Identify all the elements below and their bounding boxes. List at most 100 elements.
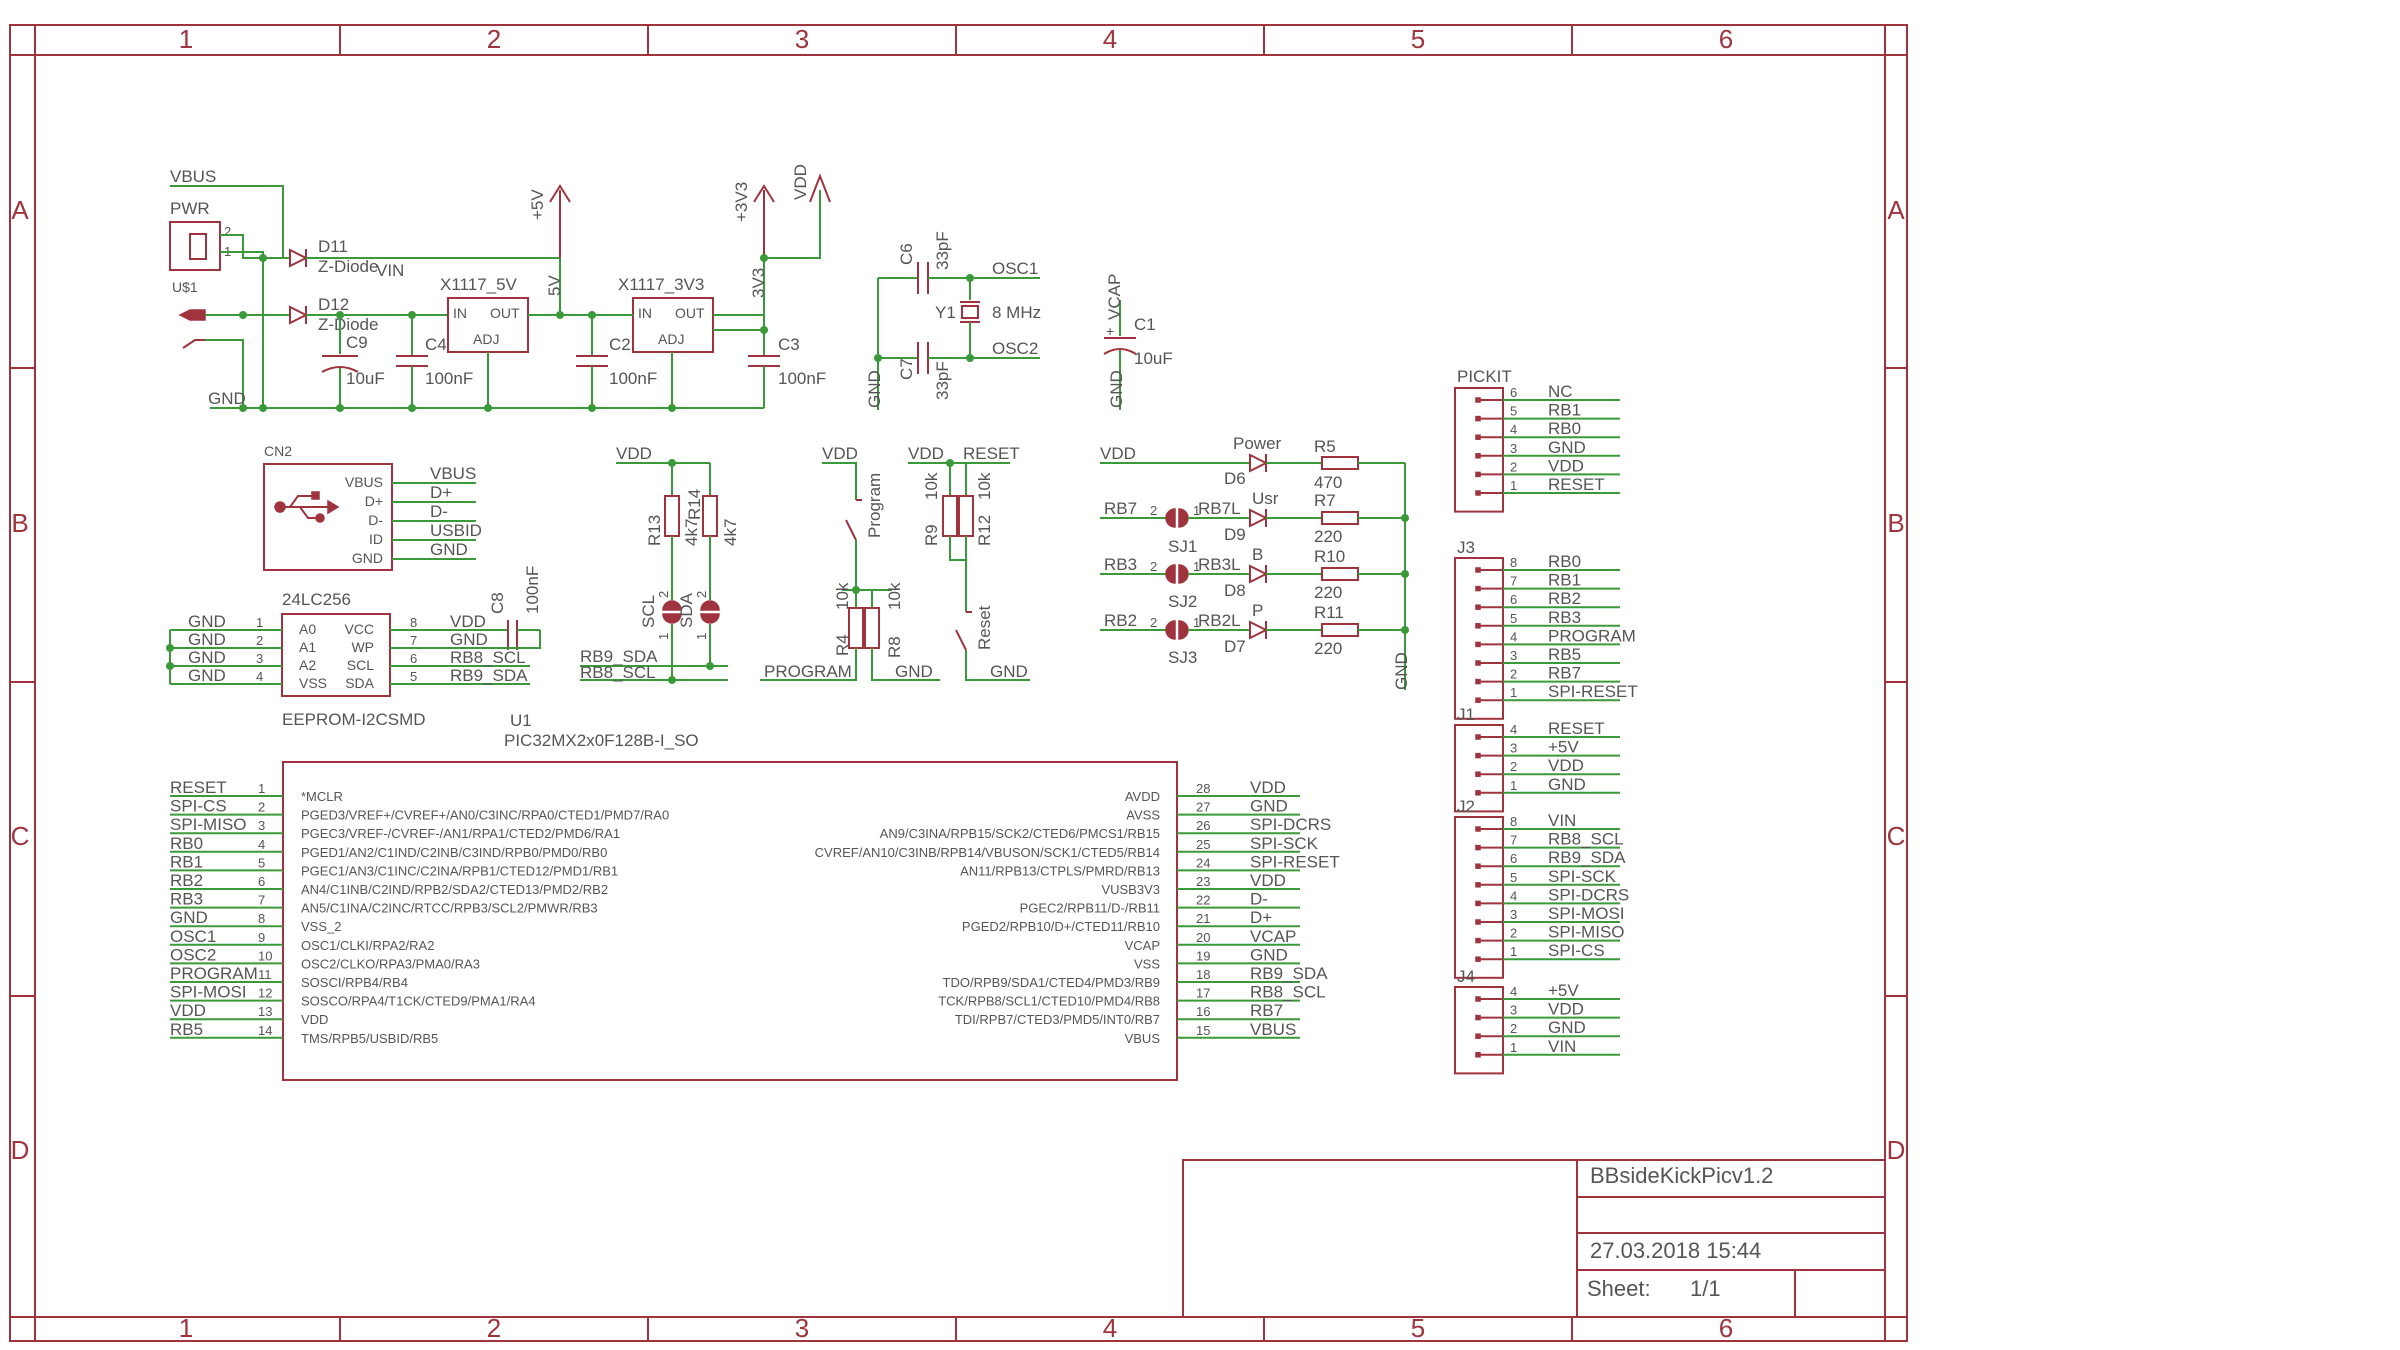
mcu-pin-name: *MCLR bbox=[301, 789, 343, 804]
pin-number: 7 bbox=[410, 633, 417, 648]
mcu-pin-name: AN4/C1INB/C2IND/RPB2/SDA2/CTED13/PMD2/RB… bbox=[301, 882, 608, 897]
header-pin-number: 6 bbox=[1510, 851, 1517, 866]
net-osc1: OSC1 bbox=[992, 259, 1038, 278]
pin-number: 6 bbox=[410, 651, 417, 666]
r14-ref: R14 bbox=[685, 489, 704, 520]
switch-icon bbox=[955, 629, 967, 651]
r4-value: 10k bbox=[833, 582, 852, 610]
resistor-value: 220 bbox=[1314, 639, 1342, 658]
reg33-name: X1117_3V3 bbox=[618, 275, 704, 294]
c1-value: 10uF bbox=[1134, 349, 1173, 368]
resistor-ref: R5 bbox=[1314, 437, 1336, 456]
col-label: 1 bbox=[179, 1313, 193, 1343]
mcu-left-net: GND bbox=[170, 908, 208, 927]
usb-connector: CN2 VBUS D+ D- ID GND VBUS D+ D- USBID G… bbox=[263, 443, 482, 571]
mcu-left-net: OSC1 bbox=[170, 927, 216, 946]
header-pin-number: 5 bbox=[1510, 870, 1517, 885]
header-net: RB7 bbox=[1548, 664, 1581, 683]
mcu-right-net: VBUS bbox=[1250, 1020, 1296, 1039]
mcu-pin-name: PGED2/RPB10/D+/CTED11/RB10 bbox=[962, 919, 1160, 934]
mcu-pin-number: 22 bbox=[1196, 893, 1210, 908]
c8-ref: C8 bbox=[488, 592, 507, 614]
frame-column-labels-bottom: 1 2 3 4 5 6 bbox=[179, 1313, 1733, 1343]
j2-header-name: J2 bbox=[1457, 797, 1475, 816]
j4-header-body bbox=[1454, 986, 1504, 1075]
led-indicators: VDD Power D6 R5 470 GND RB7 2 SJ1 1 RB7L… bbox=[1100, 434, 1411, 690]
col-label: 5 bbox=[1411, 1313, 1425, 1343]
c9-value: 10uF bbox=[346, 369, 385, 388]
r13-ref: R13 bbox=[645, 515, 664, 546]
frame-row-labels-left: A B C D bbox=[11, 195, 30, 1165]
r8-ref: R8 bbox=[885, 636, 904, 658]
r14-value: 4k7 bbox=[721, 519, 740, 546]
header-pin-number: 2 bbox=[1510, 926, 1517, 941]
mcu-pin-name: SOSCO/RPA4/T1CK/CTED9/PMA1/RA4 bbox=[301, 994, 536, 1009]
led-label: Usr bbox=[1252, 489, 1279, 508]
mcu-pin-number: 15 bbox=[1196, 1023, 1210, 1038]
net-label: RB2L bbox=[1198, 611, 1241, 630]
scl-label: SCL bbox=[639, 595, 658, 628]
mcu-left-net: RB1 bbox=[170, 852, 203, 871]
header-net: GND bbox=[1548, 438, 1586, 457]
mcu-left-net: PROGRAM bbox=[170, 964, 258, 983]
header-net: RB1 bbox=[1548, 571, 1581, 590]
resistor-ref: R7 bbox=[1314, 491, 1336, 510]
net-3v3: 3V3 bbox=[749, 268, 768, 298]
r8-value: 10k bbox=[885, 582, 904, 610]
mcu-right-net: GND bbox=[1250, 797, 1288, 816]
net-vin: VIN bbox=[376, 261, 404, 280]
eeprom-value: EEPROM-I2CSMD bbox=[282, 710, 426, 729]
mcu-left-net: RB2 bbox=[170, 871, 203, 890]
j3-header-name: J3 bbox=[1457, 538, 1475, 557]
resistor-icon bbox=[1321, 623, 1359, 637]
net-label: GND bbox=[188, 666, 226, 685]
cn2-ref: CN2 bbox=[264, 443, 292, 459]
mcu-pin-name: PGED3/VREF+/CVREF+/AN0/C3INC/RPA0/CTED1/… bbox=[301, 808, 669, 823]
reg33-in: IN bbox=[638, 305, 652, 321]
header-pin-number: 1 bbox=[1510, 778, 1517, 793]
mcu-right-net: RB8_SCL bbox=[1250, 983, 1326, 1002]
mcu-pin-number: 7 bbox=[258, 893, 265, 908]
header-net: SPI-SCK bbox=[1548, 867, 1617, 886]
resistor-r4 bbox=[864, 607, 880, 649]
sheet-label: Sheet: bbox=[1587, 1276, 1651, 1301]
header-net: RB5 bbox=[1548, 645, 1581, 664]
header-net: RB8_SCL bbox=[1548, 830, 1624, 849]
drawing-title: BBsideKickPicv1.2 bbox=[1590, 1163, 1773, 1188]
pickit-header-name: PICKIT bbox=[1457, 367, 1512, 386]
r9-ref: R9 bbox=[922, 524, 941, 546]
header-net: VDD bbox=[1548, 756, 1584, 775]
header-pin-number: 8 bbox=[1510, 814, 1517, 829]
header-net: VDD bbox=[1548, 456, 1584, 475]
mcu-right-net: RB9_SDA bbox=[1250, 964, 1328, 983]
reg33-adj: ADJ bbox=[658, 331, 684, 347]
net-label: RB7 bbox=[1104, 499, 1137, 518]
c8-value: 100nF bbox=[523, 566, 542, 614]
mcu-left-net: OSC2 bbox=[170, 945, 216, 964]
usb-icon bbox=[274, 491, 340, 523]
header-pin-number: 1 bbox=[1510, 685, 1517, 700]
pin-number: 1 bbox=[1193, 503, 1200, 518]
solder-jumper-icon bbox=[1165, 564, 1176, 584]
header-net: SPI-DCRS bbox=[1548, 885, 1629, 904]
pin-number: 1 bbox=[694, 633, 709, 640]
reg5-in: IN bbox=[453, 305, 467, 321]
header-pin-number: 6 bbox=[1510, 385, 1517, 400]
mcu-pin-name: CVREF/AN10/C3INB/RPB14/VBUSON/SCK1/CTED5… bbox=[815, 845, 1160, 860]
c7-value: 33pF bbox=[933, 361, 952, 400]
mcu-left-net: SPI-CS bbox=[170, 797, 227, 816]
eeprom-pin: SCL bbox=[347, 657, 374, 673]
mcu-pin-number: 1 bbox=[258, 781, 265, 796]
mcu-pin-name: AN5/C1INA/C2INC/RTCC/RPB3/SCL2/PMWR/RB3 bbox=[301, 901, 598, 916]
header-net: GND bbox=[1548, 775, 1586, 794]
sda-label: SDA bbox=[677, 592, 696, 628]
net-vdd: VDD bbox=[822, 444, 858, 463]
net-label: RB8_SCL bbox=[580, 663, 656, 682]
mcu-pin-name: OSC2/CLKO/RPA3/PMA0/RA3 bbox=[301, 956, 480, 971]
r13-value: 4k7 bbox=[682, 519, 701, 546]
col-label: 3 bbox=[795, 24, 809, 54]
led-icon bbox=[1249, 564, 1269, 584]
header-net: RB0 bbox=[1548, 552, 1581, 571]
